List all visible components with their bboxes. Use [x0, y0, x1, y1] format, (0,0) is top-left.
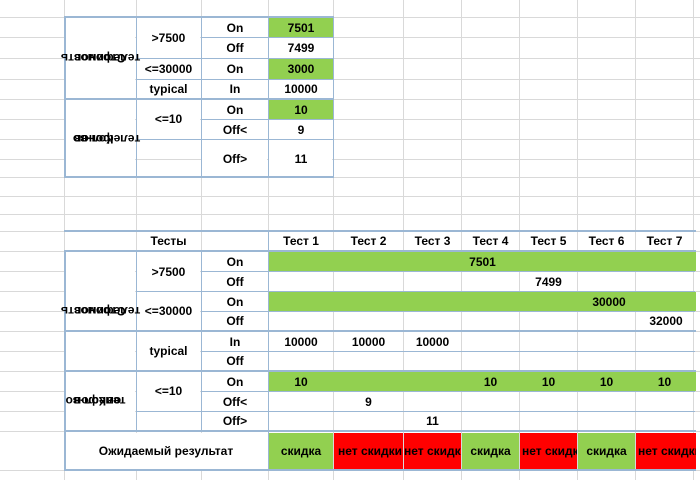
matrix-value-cell: 10 [599, 374, 614, 389]
top-type-on: On [226, 20, 244, 35]
matrix-type-off: Off [226, 274, 244, 289]
grid-col-line [333, 0, 334, 480]
top-value-cell: 10000 [284, 82, 318, 96]
grid-col-line [64, 0, 65, 480]
matrix-value-cell: 30000 [592, 294, 626, 309]
grid-col-line [201, 0, 202, 480]
matrix-value-cell: 11 [426, 414, 439, 428]
matrix-type-off-gt: Off> [222, 414, 248, 428]
top-value-cell: 9 [297, 122, 305, 137]
test-header-2: Тест 2 [350, 234, 387, 248]
result-cell-discount: скидка [462, 433, 519, 469]
grid-row-line [0, 17, 700, 18]
matrix-value-bar: 30000 [269, 292, 696, 311]
top-value-cell: 7501 [269, 18, 333, 37]
grid-col-line [461, 0, 462, 480]
matrix-value-cell: 32000 [649, 314, 683, 328]
grid-row-line [0, 99, 700, 100]
grid-row-line [0, 159, 700, 160]
matrix-type-on: On [226, 294, 244, 309]
matrix-value-cell: 10 [294, 374, 308, 389]
test-header-3: Тест 3 [414, 234, 451, 248]
grid-col-line [693, 0, 694, 480]
grid-col-line [519, 0, 520, 480]
top-type-off-lt: Off< [222, 122, 248, 137]
matrix-value-cell: 10000 [284, 334, 318, 349]
test-header-5: Тест 5 [530, 234, 567, 248]
matrix-range-30000: <=30000 [144, 304, 193, 318]
top-type-off: Off [226, 41, 244, 55]
matrix-value-cell: 10 [483, 374, 498, 389]
result-cell-no-discount: нет скидки [334, 433, 403, 469]
top-range-10: <=10 [154, 112, 183, 126]
grid-row-line [0, 79, 700, 80]
top-value-cell: 7499 [287, 41, 315, 55]
top-value-cell: 3000 [269, 59, 333, 79]
matrix-type-off-lt: Off< [222, 394, 248, 409]
test-header-4: Тест 4 [472, 234, 509, 248]
top-type-on: On [226, 102, 244, 117]
grid-row-line [0, 214, 700, 215]
grid-row-line [0, 177, 700, 178]
matrix-type-on: On [226, 254, 244, 269]
grid-col-line [136, 0, 137, 480]
matrix-type-off: Off [226, 354, 244, 368]
top-range-typical: typical [149, 82, 188, 96]
matrix-value-cell: 7499 [535, 274, 562, 289]
top-value-cell: 10 [269, 100, 333, 119]
grid-row-line [0, 196, 700, 197]
grid-col-line [403, 0, 404, 480]
result-cell-no-discount: нет скидки [404, 433, 461, 469]
matrix-range-7500: >7500 [151, 264, 186, 279]
top-range-7500: >7500 [151, 30, 186, 45]
matrix-value-cell: 9 [365, 394, 372, 409]
result-cell-discount: скидка [269, 433, 333, 469]
matrix-value-cell: 10 [657, 374, 672, 389]
test-header-1: Тест 1 [283, 234, 319, 248]
top-range-30000: <=30000 [144, 62, 193, 76]
grid-col-line [635, 0, 636, 480]
matrix-range-typical: typical [149, 344, 188, 358]
result-cell-discount: скидка [578, 433, 635, 469]
top-type-off-gt: Off> [222, 151, 248, 166]
matrix-value-cell: 10 [541, 374, 556, 389]
test-header-7: Тест 7 [646, 234, 683, 248]
top-value-cell: 11 [294, 151, 308, 166]
matrix-value-cell: 10000 [351, 334, 386, 349]
tests-header-label: Тесты [150, 234, 187, 248]
top-type-in: In [229, 82, 241, 96]
matrix-value-cell: 10000 [415, 334, 450, 349]
matrix-range-10: <=10 [154, 384, 183, 398]
matrix-value-bar [269, 372, 696, 391]
grid-row-line [0, 119, 700, 120]
result-cell-no-discount: нет скидки [520, 433, 577, 469]
grid-row-line [0, 37, 700, 38]
grid-row-line [0, 139, 700, 140]
matrix-type-off: Off [226, 314, 244, 328]
test-header-6: Тест 6 [588, 234, 625, 248]
grid-col-line [577, 0, 578, 480]
top-type-on: On [226, 62, 244, 76]
grid-row-line [0, 58, 700, 59]
expected-result-label: Ожидаемый результат [98, 444, 234, 458]
matrix-value-bar: 7501 [269, 252, 696, 271]
matrix-type-on: On [226, 374, 244, 389]
result-cell-no-discount: нет скидки [636, 433, 696, 469]
matrix-type-in: In [229, 334, 241, 349]
